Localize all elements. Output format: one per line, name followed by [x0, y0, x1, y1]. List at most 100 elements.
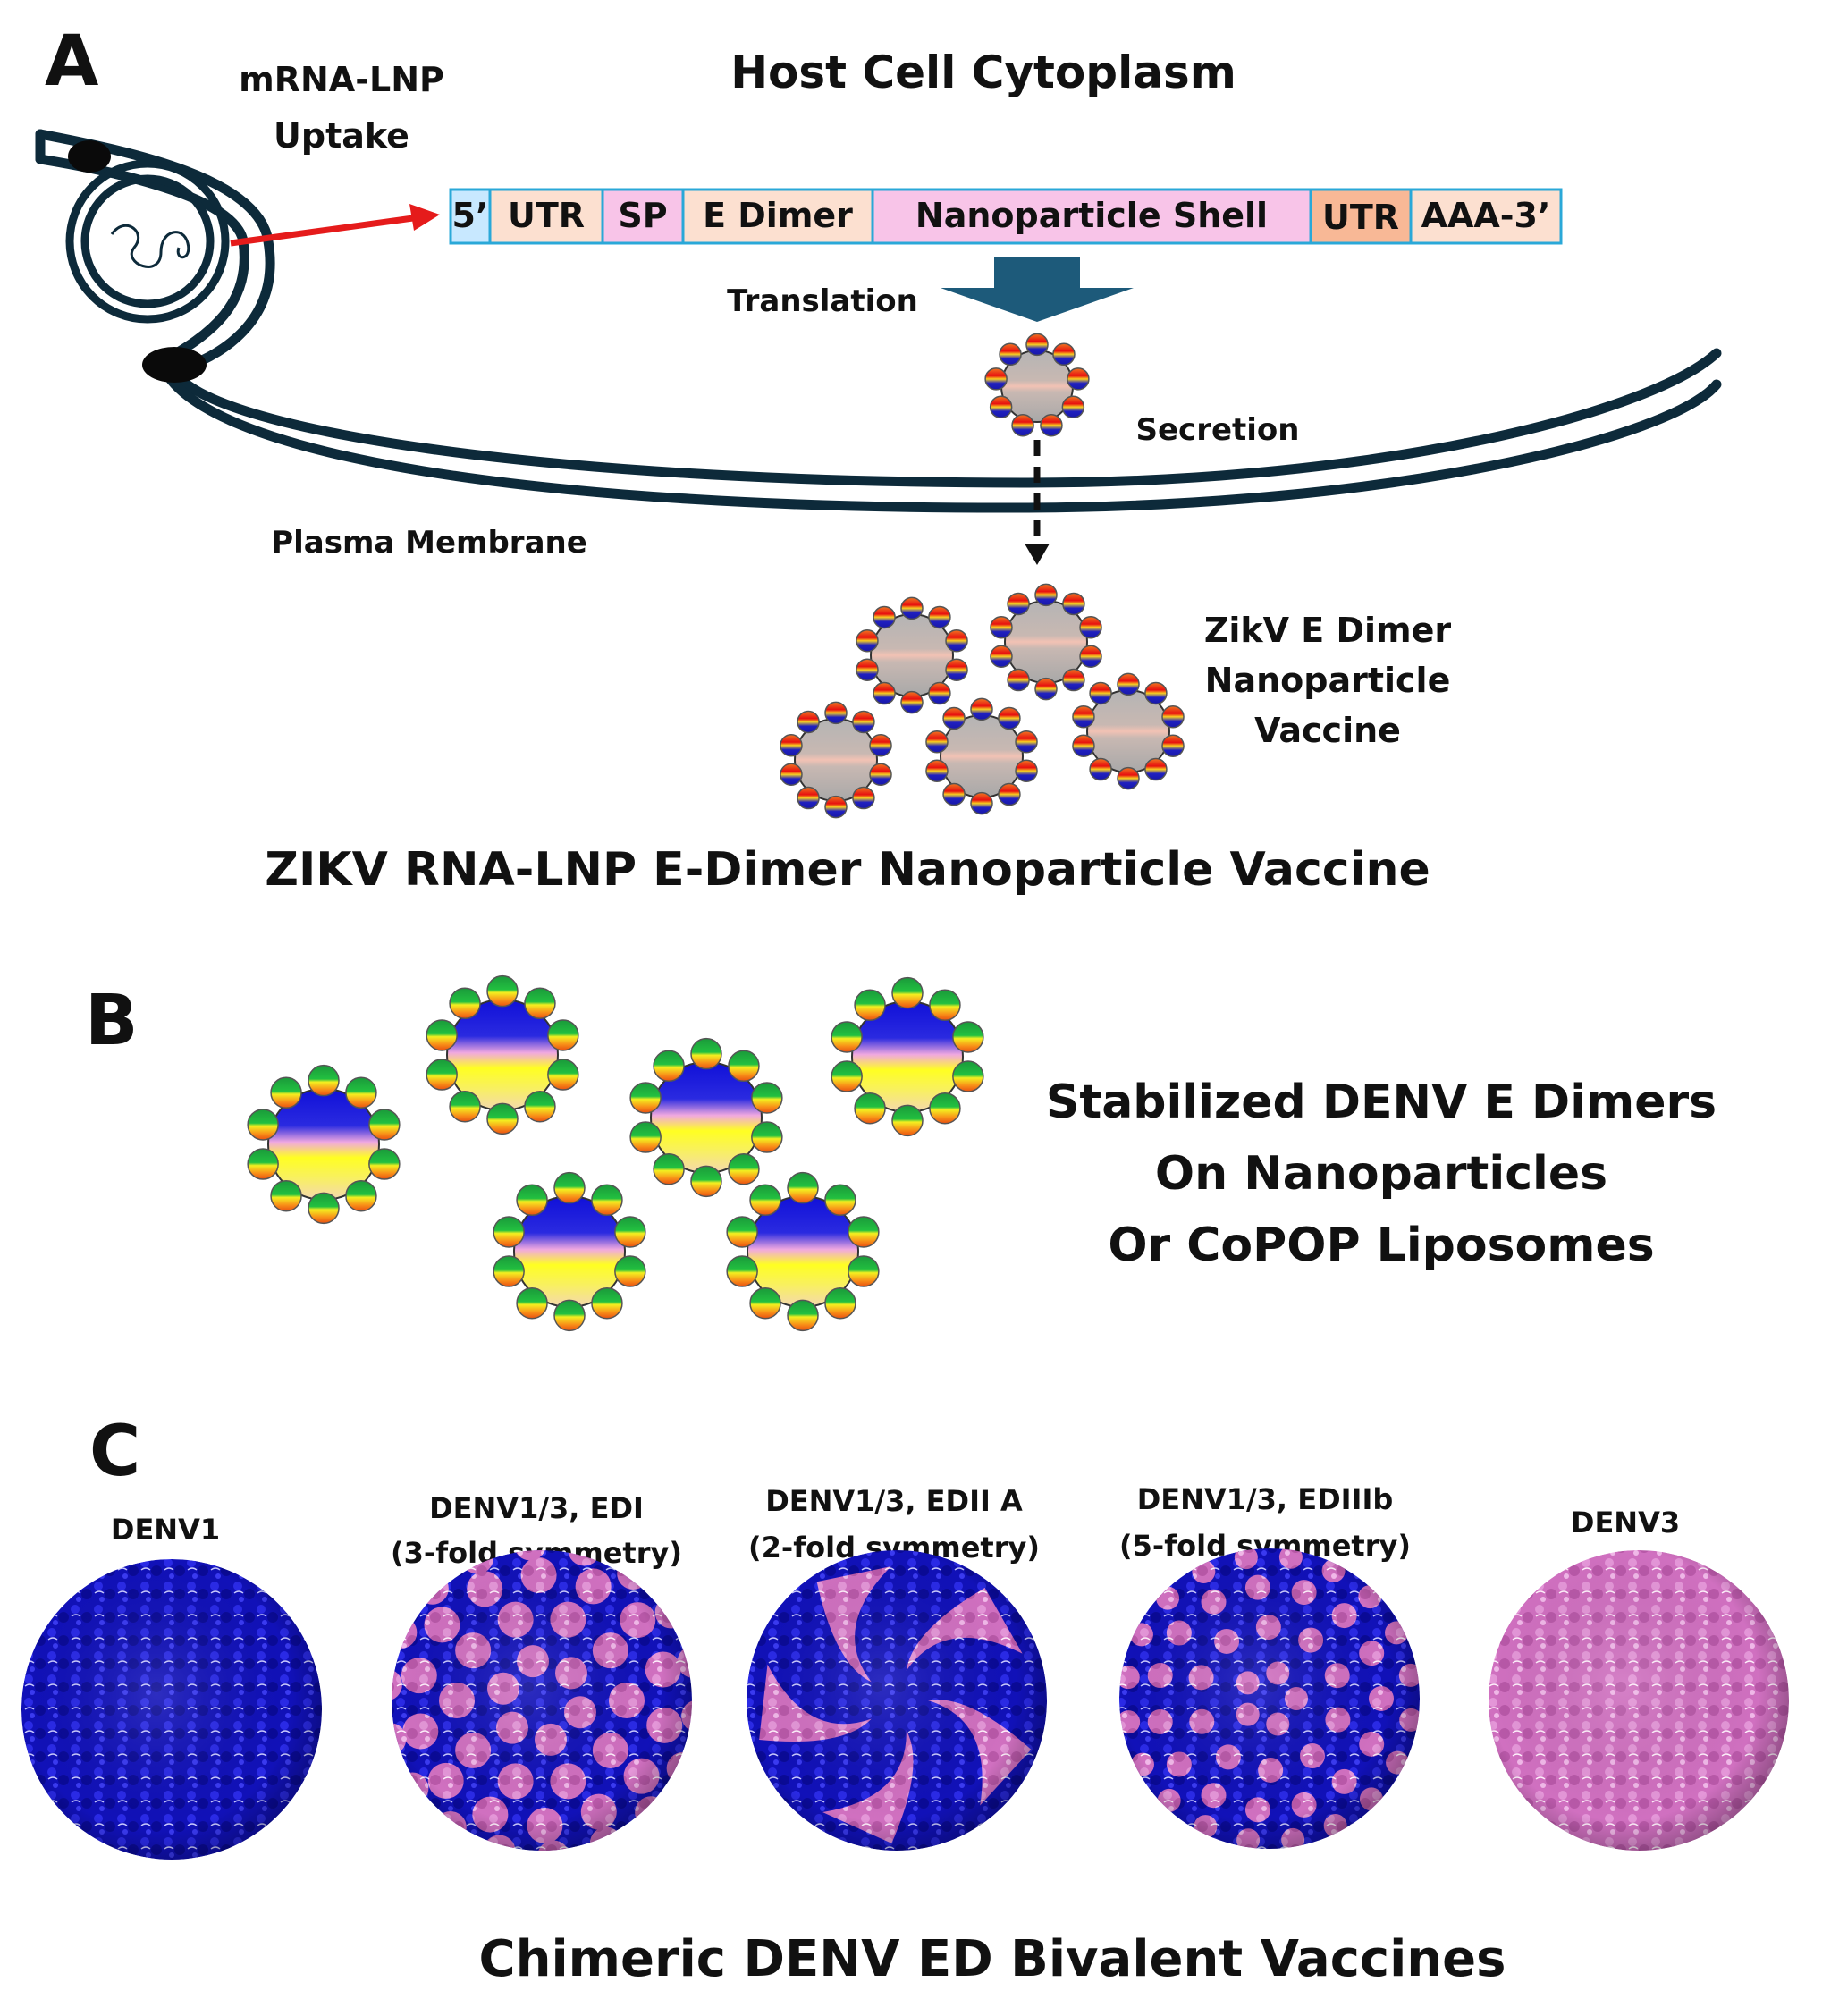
e-dimer-sphere	[1072, 704, 1095, 729]
uptake-arrow-head	[409, 204, 440, 231]
e-dimer-sphere	[653, 1050, 685, 1083]
e-dimer-sphere	[928, 681, 951, 705]
membrane-protein-bottom	[142, 347, 207, 383]
virus-edi	[392, 1550, 692, 1851]
e-dimer-sphere	[797, 786, 820, 810]
e-dimer-sphere	[854, 1092, 886, 1125]
uptake-arrow	[230, 215, 414, 247]
e-dimer-sphere	[1161, 704, 1185, 729]
e-dimer-sphere	[945, 628, 968, 653]
svg-text:AAA-3’: AAA-3’	[1421, 196, 1551, 235]
panel-b: B Stabilized DENV E Dimers On Nanopartic…	[85, 974, 1717, 1332]
cytoplasm-title: Host Cell Cytoplasm	[730, 46, 1236, 98]
virus-label-edi-line1: DENV1/3, EDI	[429, 1491, 644, 1525]
e-dimer-sphere	[1079, 645, 1102, 669]
translation-label: Translation	[727, 283, 918, 319]
e-dimer-sphere	[1072, 734, 1095, 758]
e-dimer-sphere	[780, 733, 803, 757]
e-dimer-sphere	[553, 1171, 586, 1204]
e-dimer-sphere	[308, 1064, 340, 1097]
e-dimer-sphere	[728, 1152, 760, 1185]
e-dimer-sphere	[345, 1179, 377, 1212]
e-dimer-sphere	[824, 795, 848, 819]
membrane-label: Plasma Membrane	[271, 525, 587, 561]
e-dimer-sphere	[493, 1255, 525, 1287]
e-dimer-sphere	[925, 759, 949, 783]
e-dimer-sphere	[629, 1082, 662, 1114]
membrane-protein-top	[68, 140, 111, 173]
e-dimer-sphere	[1089, 681, 1112, 705]
e-dimer-sphere	[1011, 414, 1034, 437]
segment-utr-3: UTR	[1309, 188, 1413, 245]
e-dimer-sphere	[493, 1216, 525, 1248]
e-dimer-sphere	[848, 1216, 880, 1248]
e-dimer-sphere	[856, 658, 879, 682]
e-dimer-sphere	[1061, 395, 1085, 419]
panel-letter-c: C	[89, 1412, 140, 1492]
uptake-label-line2: Uptake	[274, 116, 409, 156]
virus-ediii	[1119, 1548, 1420, 1849]
svg-text:E Dimer: E Dimer	[703, 196, 853, 235]
denv-dimer-particles	[247, 974, 984, 1332]
e-dimer-sphere	[308, 1192, 340, 1225]
virus-label-denv3: DENV3	[1571, 1506, 1680, 1539]
uptake-label-line1: mRNA-LNP	[239, 60, 444, 99]
e-dimer-sphere	[824, 1286, 856, 1320]
e-dimer-sphere	[942, 706, 966, 730]
svg-text:UTR: UTR	[1322, 198, 1399, 237]
e-dimer-sphere	[999, 342, 1022, 367]
virus-denv1	[21, 1559, 322, 1860]
zika-particle	[925, 697, 1038, 815]
e-dimer-sphere	[824, 701, 848, 725]
denv-particle	[831, 976, 984, 1137]
segment-nanoparticle-shell: Nanoparticle Shell	[871, 188, 1312, 245]
e-dimer-sphere	[891, 1104, 924, 1137]
denv-particle	[629, 1037, 783, 1198]
e-dimer-sphere	[787, 1171, 819, 1204]
vaccine-label-line3: Vaccine	[1254, 711, 1401, 750]
e-dimer-sphere	[1067, 367, 1090, 391]
e-dimer-sphere	[690, 1165, 722, 1198]
e-dimer-sphere	[873, 605, 896, 629]
e-dimer-sphere	[787, 1299, 819, 1332]
panel-b-caption-line2: On Nanoparticles	[1155, 1147, 1607, 1201]
e-dimer-sphere	[1079, 615, 1102, 639]
e-dimer-sphere	[1025, 333, 1049, 357]
e-dimer-sphere	[1144, 681, 1168, 705]
segment-sp: SP	[601, 188, 685, 245]
e-dimer-sphere	[1007, 592, 1030, 616]
e-dimer-sphere	[990, 645, 1013, 669]
e-dimer-sphere	[614, 1255, 646, 1287]
e-dimer-sphere	[869, 763, 892, 787]
svg-text:UTR: UTR	[508, 196, 585, 235]
secretion-label: Secretion	[1136, 412, 1300, 448]
e-dimer-sphere	[970, 697, 993, 721]
denv-particle	[493, 1171, 646, 1332]
denv-particle	[247, 1064, 401, 1225]
e-dimer-sphere	[486, 974, 519, 1008]
e-dimer-sphere	[751, 1082, 783, 1114]
svg-text:5’: 5’	[452, 196, 489, 235]
zika-particle-secreted	[984, 333, 1090, 437]
e-dimer-sphere	[970, 791, 993, 815]
e-dimer-sphere	[629, 1121, 662, 1153]
e-dimer-sphere	[1062, 592, 1085, 616]
vaccine-label-line1: ZikV E Dimer	[1204, 611, 1452, 650]
e-dimer-sphere	[1034, 583, 1058, 607]
e-dimer-sphere	[270, 1179, 302, 1212]
e-dimer-sphere	[780, 763, 803, 787]
e-dimer-sphere	[891, 976, 924, 1009]
e-dimer-sphere	[929, 1092, 961, 1125]
e-dimer-sphere	[1062, 668, 1085, 692]
e-dimer-sphere	[854, 989, 886, 1022]
e-dimer-sphere	[547, 1019, 579, 1051]
denv-particle	[726, 1171, 880, 1332]
e-dimer-sphere	[1161, 734, 1185, 758]
e-dimer-sphere	[952, 1060, 984, 1092]
e-dimer-sphere	[516, 1286, 548, 1320]
e-dimer-sphere	[591, 1184, 623, 1217]
e-dimer-sphere	[990, 615, 1013, 639]
e-dimer-sphere	[1144, 757, 1168, 781]
e-dimer-sphere	[726, 1216, 758, 1248]
e-dimer-sphere	[945, 658, 968, 682]
